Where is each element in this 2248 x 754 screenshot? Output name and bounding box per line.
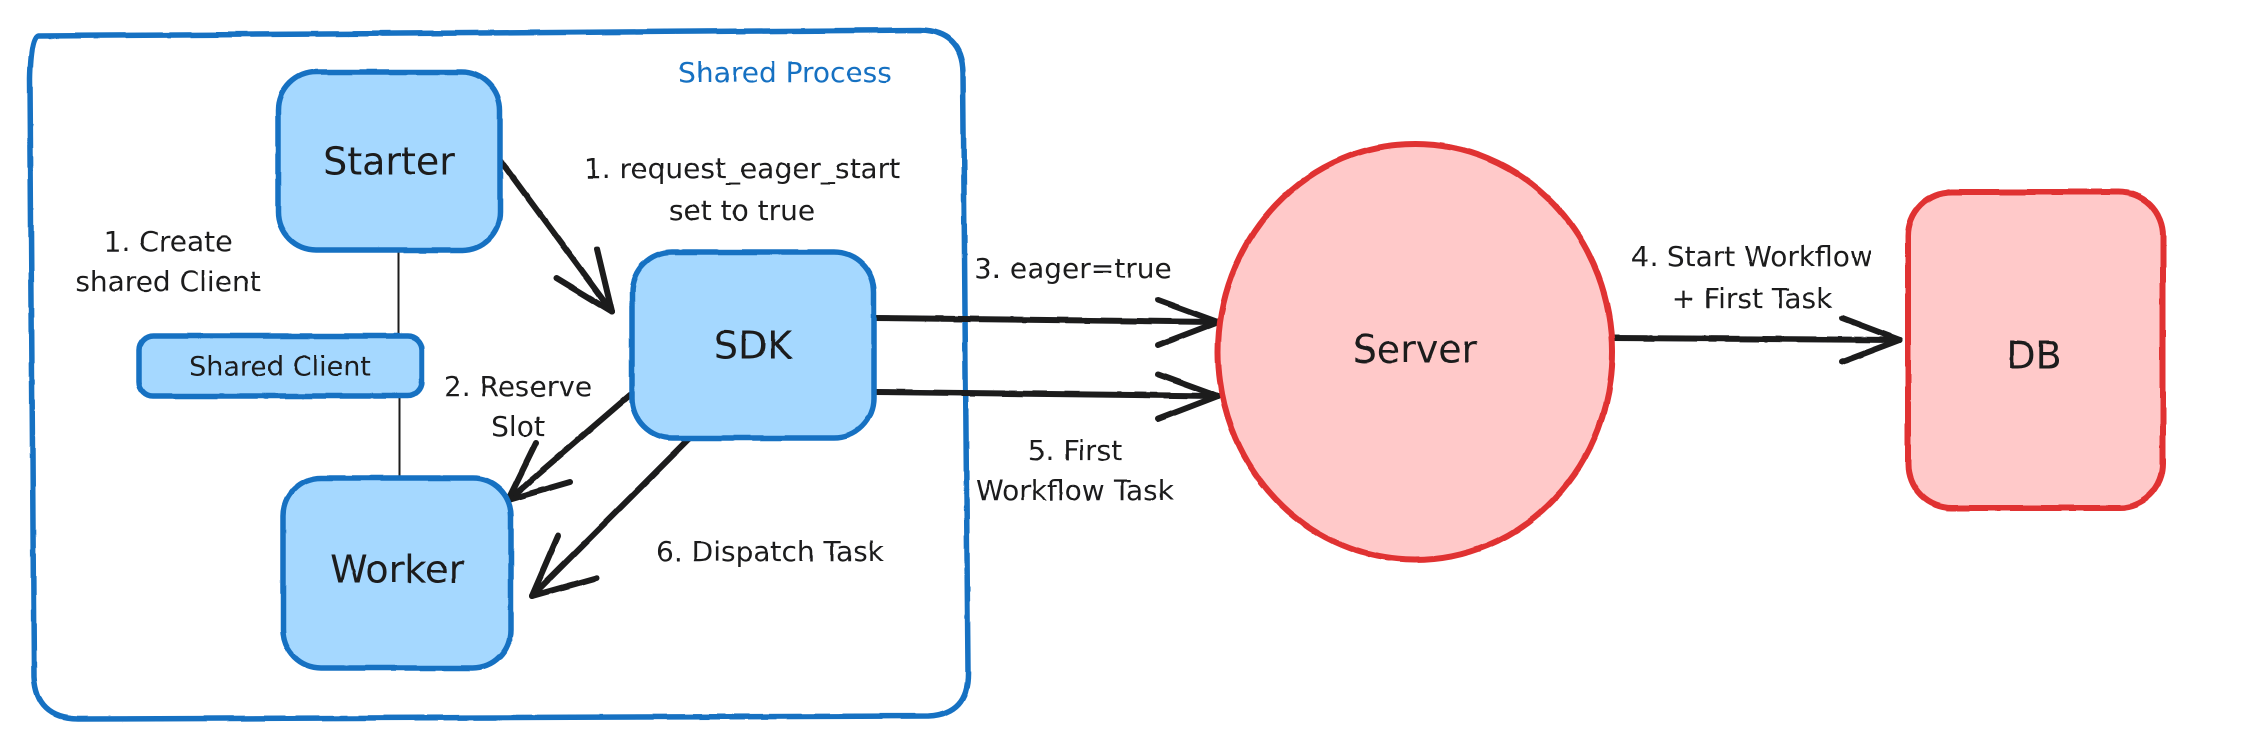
edge-start-workflow[interactable]: 4. Start Workflow + First Task xyxy=(1609,240,1903,365)
edge-shared-client-worker-line xyxy=(396,392,403,483)
edge-dispatch-task-line xyxy=(529,437,691,599)
edge-reserve-slot[interactable]: 2. Reserve Slot xyxy=(444,370,633,503)
node-starter-label: Starter xyxy=(323,140,455,184)
edge-start-workflow-label-line2: + First Task xyxy=(1672,282,1833,315)
edge-dispatch-task-label: 6. Dispatch Task xyxy=(656,535,885,568)
node-shared-client[interactable]: Shared Client xyxy=(136,333,425,399)
edge-eager-true-arrowhead-b xyxy=(1155,319,1221,348)
node-sdk[interactable]: SDK xyxy=(629,249,877,441)
edge-create-shared-client-label-line1: 1. Create xyxy=(104,225,233,258)
edge-request-eager-start-line xyxy=(497,157,615,315)
edge-start-workflow-arrowhead-a xyxy=(1839,315,1903,343)
node-worker[interactable]: Worker xyxy=(280,475,514,671)
node-db-shape xyxy=(1905,189,2166,511)
node-server[interactable]: Server xyxy=(1215,141,1615,563)
edge-reserve-slot-line xyxy=(505,392,633,503)
edge-dispatch-task-arrowhead-a xyxy=(529,575,599,599)
node-shared-client-shape xyxy=(136,333,425,399)
node-db-label: DB xyxy=(2006,334,2061,378)
edge-reserve-slot-arrowhead-b xyxy=(505,440,539,503)
edge-first-workflow-task[interactable]: 5. First Workflow Task xyxy=(872,371,1221,507)
edge-first-workflow-task-label-line1: 5. First xyxy=(1028,434,1123,467)
edge-request-eager-start-arrowhead-b xyxy=(594,246,615,315)
node-starter[interactable]: Starter xyxy=(275,69,503,253)
edge-first-workflow-task-line xyxy=(872,389,1221,399)
node-server-shape xyxy=(1215,141,1615,563)
node-server-label: Server xyxy=(1353,328,1478,372)
edge-create-shared-client[interactable]: 1. Create shared Client xyxy=(75,225,402,343)
shared-process-label: Shared Process xyxy=(678,56,892,89)
edge-dispatch-task[interactable]: 6. Dispatch Task xyxy=(529,437,885,599)
edge-eager-true-label: 3. eager=true xyxy=(974,252,1171,285)
edge-eager-true[interactable]: 3. eager=true xyxy=(872,252,1221,348)
edge-request-eager-start-label-line1: 1. request_eager_start xyxy=(584,152,900,185)
edge-request-eager-start-arrowhead-a xyxy=(553,275,615,315)
node-db[interactable]: DB xyxy=(1905,189,2166,511)
node-starter-shape xyxy=(275,69,503,253)
edge-create-shared-client-label-line2: shared Client xyxy=(75,265,260,298)
edge-first-workflow-task-arrowhead-b xyxy=(1155,393,1221,422)
edge-request-eager-start[interactable]: 1. request_eager_start set to true xyxy=(497,152,900,315)
node-sdk-shape xyxy=(629,249,877,441)
edge-eager-true-line xyxy=(872,315,1221,325)
edge-dispatch-task-arrowhead-b xyxy=(529,533,561,599)
edge-reserve-slot-arrowhead-a xyxy=(505,479,573,503)
node-sdk-label: SDK xyxy=(714,324,793,368)
edge-create-shared-client-line xyxy=(395,247,402,343)
edge-start-workflow-line xyxy=(1609,335,1903,343)
edge-first-workflow-task-label-line2: Workflow Task xyxy=(976,474,1175,507)
edge-request-eager-start-label-line2: set to true xyxy=(669,194,815,227)
edge-shared-client-worker[interactable] xyxy=(396,392,403,483)
edge-first-workflow-task-arrowhead-a xyxy=(1155,371,1221,399)
edge-reserve-slot-label-line1: 2. Reserve xyxy=(444,370,592,403)
node-worker-shape xyxy=(280,475,514,671)
shared-process-border xyxy=(27,27,971,722)
edge-reserve-slot-label-line2: Slot xyxy=(491,410,545,443)
edge-start-workflow-arrowhead-b xyxy=(1839,337,1903,365)
node-worker-label: Worker xyxy=(330,548,464,592)
edge-start-workflow-label-line1: 4. Start Workflow xyxy=(1631,240,1873,273)
edge-eager-true-arrowhead-a xyxy=(1155,297,1221,325)
group-shared-process[interactable]: Shared Process xyxy=(27,27,971,722)
node-shared-client-label: Shared Client xyxy=(189,352,371,383)
